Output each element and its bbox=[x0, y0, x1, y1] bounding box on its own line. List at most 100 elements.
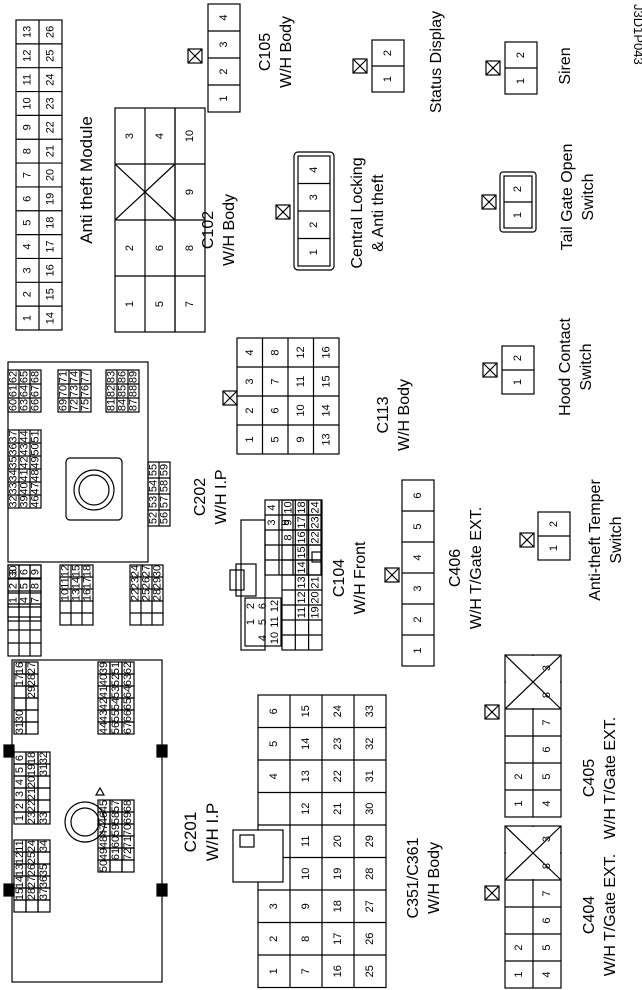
c202-connector bbox=[65, 457, 123, 521]
c201-pin: 4 bbox=[14, 779, 26, 785]
c201-pin: 54 bbox=[110, 698, 122, 710]
c202-pin: 71 bbox=[58, 371, 70, 383]
c351-pin: 2 bbox=[268, 936, 280, 942]
c202-block bbox=[105, 369, 140, 413]
c201-pin: 1 bbox=[14, 815, 26, 821]
c202-pin: 23 bbox=[130, 577, 142, 589]
c351-pin: 15 bbox=[300, 705, 312, 717]
c104-pin: 11 bbox=[296, 607, 308, 618]
c202-pin: 16 bbox=[82, 589, 94, 601]
c104-label: C104 W/H Front bbox=[331, 541, 369, 614]
siren-pin: 1 bbox=[515, 78, 527, 84]
c351-pin: 14 bbox=[300, 738, 312, 750]
c202-pin: 76 bbox=[80, 385, 92, 397]
c405-lock-icon bbox=[484, 704, 500, 720]
c351-pin: 11 bbox=[300, 836, 312, 847]
c202-pin: 15 bbox=[71, 565, 83, 577]
c404-pin: 2 bbox=[513, 944, 525, 950]
c104-pin: 4 bbox=[257, 635, 269, 641]
hood-contact-label: Hood Contact Switch bbox=[557, 318, 595, 416]
anti-theft-module-pin: 9 bbox=[22, 124, 34, 130]
anti-theft-module-pin: 4 bbox=[22, 243, 34, 249]
c404-name: W/H T/Gate EXT. bbox=[602, 854, 619, 976]
tail-gate-open-lock-icon bbox=[481, 194, 497, 210]
c351-pin: 28 bbox=[364, 868, 376, 880]
central-locking-lock-icon bbox=[275, 204, 291, 220]
c351-pin: 19 bbox=[332, 868, 344, 880]
c202-pin: 50 bbox=[30, 443, 42, 455]
c351-pin: 1 bbox=[268, 968, 280, 974]
tail-gate-open-label: Tail Gate Open Switch bbox=[559, 144, 597, 251]
c404-pin: 4 bbox=[541, 971, 553, 977]
c202-pin: 67 bbox=[30, 385, 42, 397]
c104-pin: 15 bbox=[296, 546, 308, 558]
c104-latch bbox=[229, 569, 245, 591]
c102-name: W/H Body bbox=[221, 194, 238, 266]
c104-pin: 14 bbox=[296, 561, 308, 573]
central-locking-line1: Central Locking bbox=[349, 157, 366, 268]
c406-pin: 3 bbox=[412, 585, 424, 591]
c201-bolt-icon bbox=[64, 801, 106, 843]
c202-pin: 18 bbox=[82, 565, 94, 577]
c351-code: C351/C361 bbox=[405, 837, 422, 918]
c104-pin: 21 bbox=[309, 576, 321, 588]
c405-pin: 5 bbox=[541, 773, 553, 779]
c351-key bbox=[239, 834, 255, 848]
c351-pin: 25 bbox=[364, 965, 376, 977]
c104-pin: 6 bbox=[257, 603, 269, 609]
c113-pin: 2 bbox=[244, 407, 256, 413]
c201-pin: 72 bbox=[122, 848, 134, 860]
c351-pin: 8 bbox=[300, 936, 312, 942]
tail-gate-open-pin: 2 bbox=[512, 186, 524, 192]
c104-connector bbox=[244, 597, 282, 647]
c201-pin: 66 bbox=[122, 710, 134, 722]
anti-theft-module-pin: 20 bbox=[45, 169, 57, 181]
c113-pin: 5 bbox=[269, 436, 281, 442]
c202-bolt-icon bbox=[78, 474, 110, 506]
c201-bolt-icon bbox=[70, 807, 100, 837]
c351-pin: 16 bbox=[332, 965, 344, 977]
c405-code: C405 bbox=[581, 759, 598, 797]
c201-pin: 33 bbox=[38, 812, 50, 824]
c351-pin: 29 bbox=[364, 835, 376, 847]
c202-code: C202 bbox=[192, 478, 209, 516]
c102-pin: 3 bbox=[124, 133, 136, 139]
anti-theft-module-pin: 23 bbox=[45, 97, 57, 109]
c201-cell bbox=[37, 787, 51, 801]
c113-pin: 6 bbox=[269, 407, 281, 413]
c351-pin: 22 bbox=[332, 770, 344, 782]
c201-pin: 71 bbox=[122, 836, 134, 848]
c202-pin: 52 bbox=[148, 512, 160, 524]
c202-pin: 12 bbox=[60, 565, 72, 577]
c202-pin: 61 bbox=[8, 385, 20, 397]
c202-pin: 66 bbox=[30, 399, 42, 411]
c202-pin: 4 bbox=[19, 597, 31, 603]
c351-label: C351/C361 W/H Body bbox=[405, 837, 443, 918]
c105-code: C105 bbox=[257, 33, 274, 71]
anti-theft-module-pin: 11 bbox=[22, 74, 34, 85]
c104-pin: 22 bbox=[309, 531, 321, 543]
c201-pin: 22 bbox=[26, 800, 38, 812]
anti-theft-module-pin: 8 bbox=[22, 148, 34, 154]
c104-code: C104 bbox=[331, 559, 348, 597]
c202-pin: 6 bbox=[19, 569, 31, 575]
c105-label: C105 W/H Body bbox=[257, 16, 295, 88]
c113-name: W/H Body bbox=[396, 379, 413, 451]
c202-pin: 2 bbox=[8, 583, 20, 589]
c201-pin: 23 bbox=[26, 812, 38, 824]
c202-pin: 41 bbox=[19, 469, 31, 481]
c102-pin: 5 bbox=[154, 301, 166, 307]
c201-pin: 46 bbox=[98, 812, 110, 824]
c202-pin: 35 bbox=[8, 456, 20, 468]
c202-block bbox=[129, 564, 164, 626]
anti-theft-module-pin: 12 bbox=[22, 50, 34, 62]
c113-pin: 11 bbox=[295, 376, 307, 387]
c201-cell bbox=[25, 721, 39, 735]
c202-pin: 74 bbox=[69, 371, 81, 383]
anti-theft-module-pin: 5 bbox=[22, 220, 34, 226]
anti-theft-module-pin: 21 bbox=[45, 145, 57, 157]
c201-pin: 69 bbox=[122, 812, 134, 824]
c351-pin: 10 bbox=[300, 868, 312, 880]
c104-pin: 23 bbox=[309, 516, 321, 528]
anti-theft-module-pin: 3 bbox=[22, 267, 34, 273]
